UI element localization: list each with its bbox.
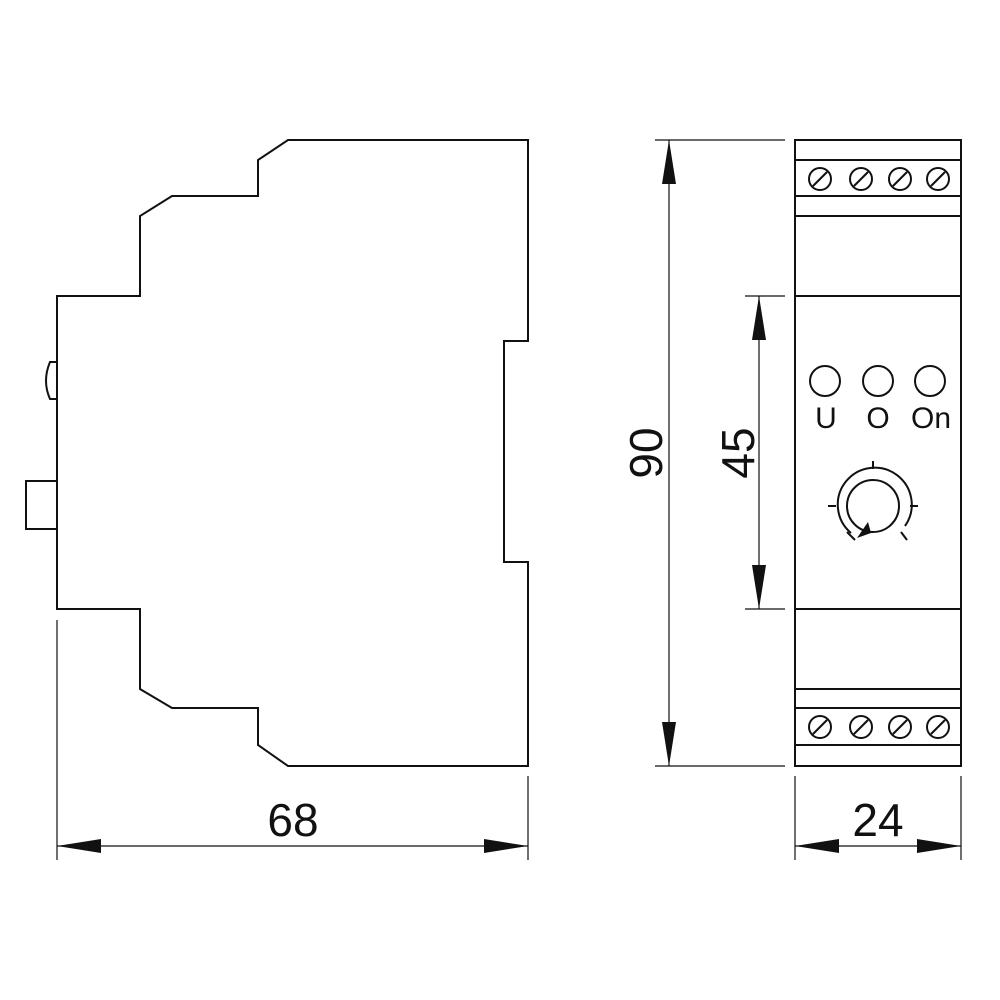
arrow-45-top [752, 296, 766, 340]
screw-terminal-icon [926, 167, 950, 191]
led-u-label: U [815, 402, 837, 435]
top-screw-terminals [808, 167, 950, 191]
led-o-label: O [866, 402, 889, 435]
dim-label-68: 68 [267, 794, 318, 846]
bottom-screw-terminals [808, 715, 950, 739]
screw-terminal-icon [926, 715, 950, 739]
side-view: 68 [25, 139, 529, 860]
arrow-68-left [57, 839, 101, 853]
screw-terminal-icon [808, 715, 832, 739]
arrow-68-right [484, 839, 528, 853]
screw-terminal-icon [888, 715, 912, 739]
arrow-24-right [917, 839, 961, 853]
dim-label-24: 24 [852, 794, 903, 846]
arrow-45-bottom [752, 565, 766, 609]
dim-label-45: 45 [712, 427, 764, 478]
dim-label-90: 90 [620, 427, 672, 478]
arrow-90-bottom [662, 722, 676, 766]
led-o-icon [862, 365, 894, 397]
led-on-label: On [911, 402, 951, 435]
led-u-icon [809, 365, 841, 397]
led-on-icon [914, 365, 946, 397]
adjustment-knob-icon [828, 461, 918, 541]
side-view-outline [56, 139, 529, 767]
side-view-square-tab [25, 480, 57, 530]
screw-terminal-icon [808, 167, 832, 191]
screw-terminal-icon [849, 167, 873, 191]
screw-terminal-icon [888, 167, 912, 191]
arrow-24-left [795, 839, 839, 853]
front-view: U O On 90 45 24 [620, 139, 962, 860]
screw-terminal-icon [849, 715, 873, 739]
arrow-90-top [662, 140, 676, 184]
front-view-body [794, 139, 962, 767]
side-view-round-knob [45, 361, 57, 400]
